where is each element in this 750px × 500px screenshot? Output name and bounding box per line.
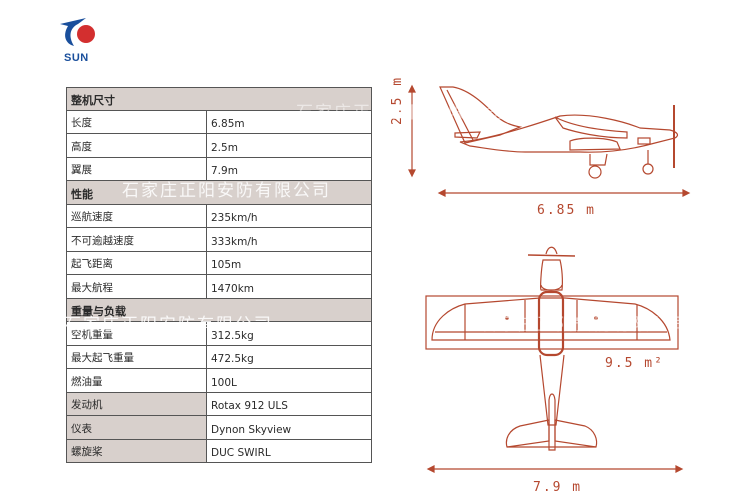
- spec-label: 巡航速度: [67, 204, 207, 227]
- spec-value: 100L: [211, 376, 237, 389]
- spec-label: 燃油量: [67, 369, 207, 392]
- spec-row-cruise-speed: 巡航速度 235km/h: [67, 204, 371, 228]
- spec-value: 2.5m: [211, 141, 238, 154]
- section-header-performance: 性能: [67, 181, 371, 205]
- spec-value: 333km/h: [211, 235, 258, 248]
- aircraft-top-view-icon: [425, 246, 684, 473]
- spec-value: Dynon Skyview: [211, 423, 292, 436]
- spec-value: 7.9m: [211, 165, 238, 177]
- span-dimension-label: 7.9 m: [533, 480, 583, 495]
- company-logo: [56, 14, 100, 66]
- spec-row-never-exceed-speed: 不可逾越速度 333km/h: [67, 228, 371, 252]
- section-header-dimensions: 整机尺寸: [67, 87, 371, 111]
- spec-label: 长度: [67, 110, 207, 133]
- spec-label: 最大起飞重量: [67, 345, 207, 368]
- spec-value: 6.85m: [211, 118, 245, 130]
- spec-row-avionics: 仪表 Dynon Skyview: [67, 416, 371, 440]
- spec-row-propeller: 螺旋桨 DUC SWIRL: [67, 439, 371, 463]
- spec-row-mtow: 最大起飞重量 472.5kg: [67, 345, 371, 369]
- spec-row-takeoff-distance: 起飞距离 105m: [67, 251, 371, 275]
- spec-label: 仪表: [67, 416, 207, 439]
- spec-row-max-range: 最大航程 1470km: [67, 275, 371, 299]
- spec-value: DUC SWIRL: [211, 447, 271, 459]
- spec-value: 1470km: [211, 282, 255, 295]
- spec-row-length: 长度 6.85m: [67, 110, 371, 134]
- logo-mark-icon: [60, 18, 95, 46]
- spec-value: 105m: [211, 259, 242, 271]
- spec-label: 高度: [67, 134, 207, 157]
- spec-label: 翼展: [67, 157, 207, 180]
- spec-value: Rotax 912 ULS: [211, 400, 288, 412]
- spec-table: 整机尺寸 长度 6.85m 高度 2.5m 翼展 7.9m 性能 巡航速度 23…: [66, 87, 372, 463]
- logo-text: SUN: [64, 52, 89, 64]
- spec-value: 312.5kg: [211, 329, 254, 342]
- spec-label: 发动机: [67, 392, 207, 415]
- height-dimension-label: 2.5 m: [390, 75, 405, 125]
- section-header-weight: 重量与负载: [67, 298, 371, 322]
- wing-area-label: 9.5 m²: [605, 356, 664, 371]
- spec-row-engine: 发动机 Rotax 912 ULS: [67, 392, 371, 416]
- spec-value: 235km/h: [211, 212, 258, 224]
- spec-row-fuel-capacity: 燃油量 100L: [67, 369, 371, 393]
- spec-label: 不可逾越速度: [67, 228, 207, 251]
- spec-row-empty-weight: 空机重量 312.5kg: [67, 322, 371, 346]
- spec-label: 空机重量: [67, 322, 207, 345]
- spec-label: 螺旋桨: [67, 439, 207, 462]
- spec-value: 472.5kg: [211, 353, 254, 365]
- spec-row-height: 高度 2.5m: [67, 134, 371, 158]
- spec-label: 起飞距离: [67, 251, 207, 274]
- spec-row-wingspan: 翼展 7.9m: [67, 157, 371, 181]
- length-dimension-label: 6.85 m: [537, 203, 596, 218]
- spec-label: 最大航程: [67, 275, 207, 298]
- aircraft-side-view-icon: [408, 84, 691, 197]
